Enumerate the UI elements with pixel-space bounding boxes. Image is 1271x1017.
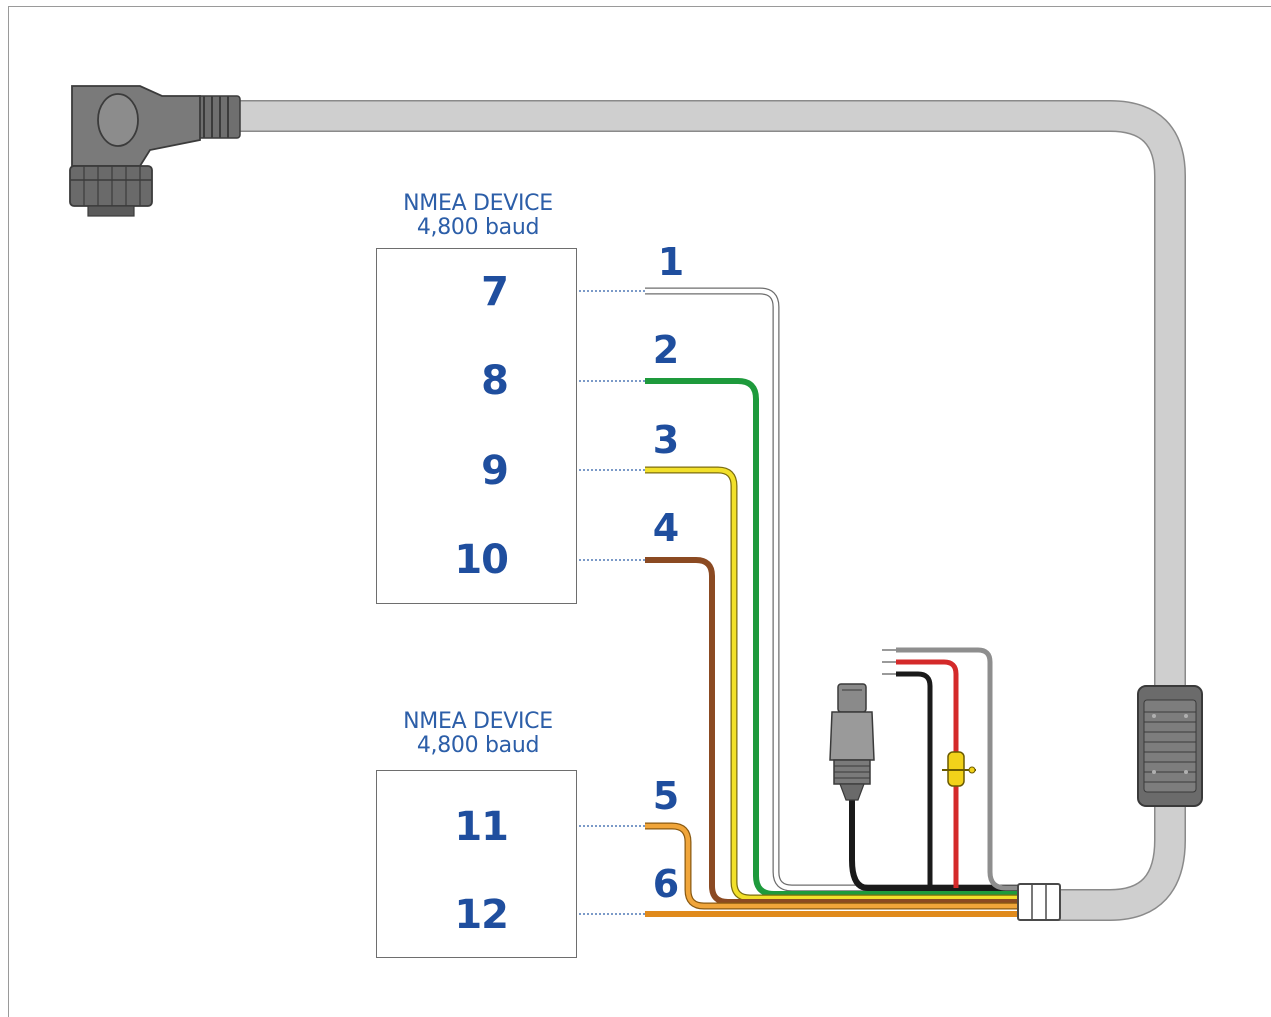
pin-label-8: 8 — [481, 358, 509, 404]
wire-2 — [645, 378, 1020, 897]
device-2-box — [376, 770, 577, 958]
device-1-title-line1: NMEA DEVICE — [403, 191, 553, 216]
inline-fuse-icon — [942, 751, 976, 787]
wire-label-4: 4 — [652, 506, 680, 550]
device-2-title-line2: 4,800 baud — [416, 733, 540, 758]
right-angle-connector-icon — [69, 85, 241, 217]
bnc-connector-icon — [829, 683, 1020, 891]
wire-3 — [645, 466, 1020, 902]
device-1-box — [376, 248, 577, 604]
device-1-title-line2: 4,800 baud — [416, 215, 540, 240]
wire-label-1: 1 — [657, 240, 685, 284]
pin-label-7: 7 — [481, 269, 509, 315]
main-cable — [240, 100, 1186, 921]
power-gray-wire — [896, 647, 1020, 891]
device-1-title: NMEA DEVICE 4,800 baud — [368, 192, 588, 240]
wire-label-3: 3 — [652, 418, 680, 462]
wire-label-5: 5 — [652, 774, 680, 818]
wire-label-2: 2 — [652, 328, 680, 372]
cable-junction-icon — [1017, 883, 1061, 921]
power-wires — [882, 647, 1020, 891]
power-black-wire — [896, 671, 933, 888]
pin-label-11: 11 — [454, 804, 509, 850]
wire-4 — [645, 557, 1020, 905]
diagram-frame — [8, 6, 1271, 1017]
pin-label-9: 9 — [481, 448, 509, 494]
device-2-title: NMEA DEVICE 4,800 baud — [368, 710, 588, 758]
signal-wires — [645, 287, 1020, 917]
pin-label-10: 10 — [454, 537, 509, 583]
wire-label-6: 6 — [652, 862, 680, 906]
pin-label-12: 12 — [454, 892, 509, 938]
pin-leaders — [555, 290, 645, 915]
device-2-title-line1: NMEA DEVICE — [403, 709, 553, 734]
power-red-wire — [896, 659, 959, 888]
ferrite-core-icon — [1137, 685, 1203, 807]
